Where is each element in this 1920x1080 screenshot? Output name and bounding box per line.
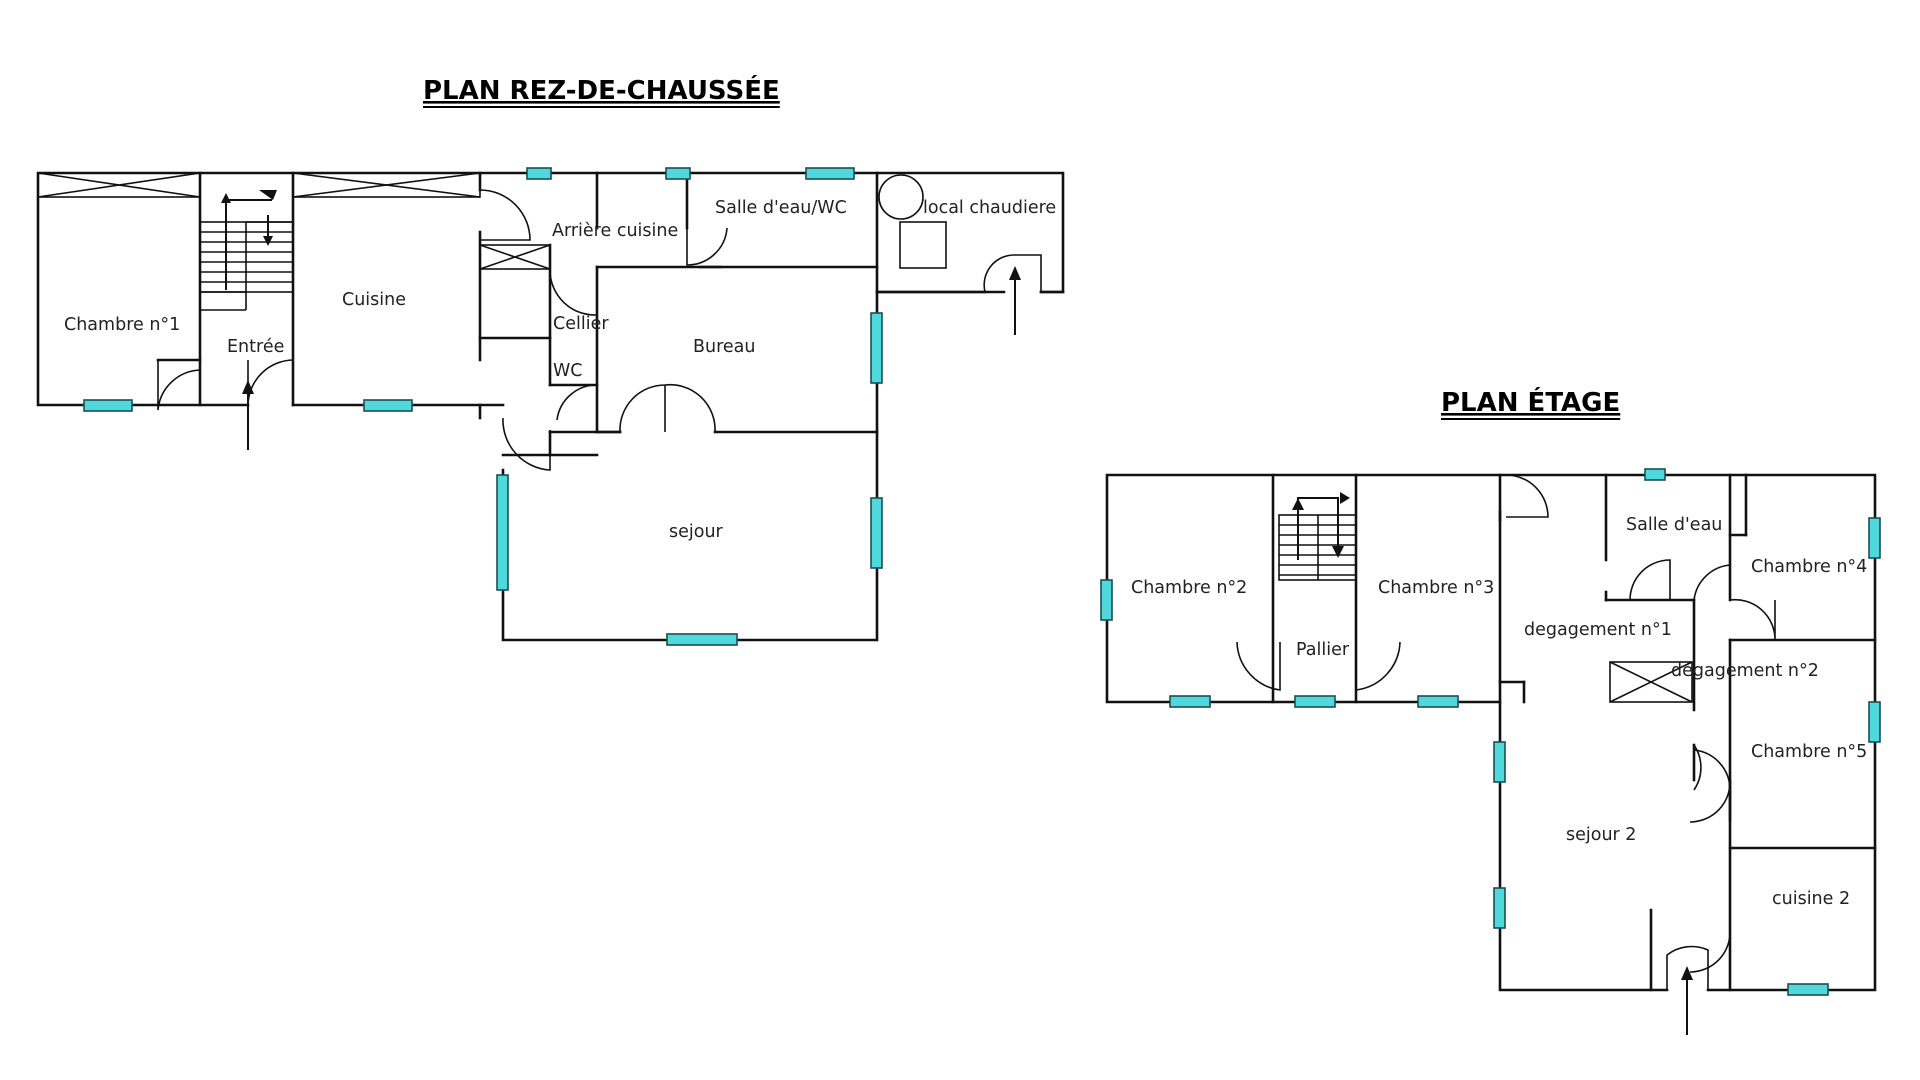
room-label-sejour-2: sejour 2 [1566, 825, 1636, 845]
room-label-local-chaudiere: local chaudiere [923, 198, 1056, 218]
door-sejour-2 [1689, 779, 1731, 823]
window [1787, 983, 1829, 996]
door-salle-eau [686, 227, 728, 266]
room-label-degagement-1: degagement n°1 [1524, 620, 1672, 640]
boiler-box [899, 221, 947, 269]
door-cellier [549, 269, 598, 316]
door-degagement [1505, 474, 1549, 518]
entrance-arrowhead [1009, 266, 1021, 280]
room-label-bureau: Bureau [693, 337, 756, 357]
room-label-wc: WC [553, 361, 583, 381]
window [665, 167, 691, 180]
window [83, 399, 133, 412]
window [1100, 579, 1113, 621]
room-label-pallier: Pallier [1296, 640, 1350, 660]
door-salle-eau [1629, 559, 1671, 601]
door-entree [247, 359, 294, 406]
door-chambre-1 [157, 360, 201, 411]
ground-floor-title: PLAN REZ-DE-CHAUSSÉE [423, 74, 780, 106]
staircase-upper [1278, 492, 1357, 581]
closet-cross [479, 244, 551, 270]
boiler-circle [878, 174, 924, 220]
entrance-arrowhead [1681, 966, 1693, 980]
upper-floor-plan: Chambre n°2 Chambre n°3 Pallier Salle d'… [1100, 468, 1881, 1035]
window [870, 497, 883, 569]
door-arriere-cuisine [479, 189, 531, 241]
door-chambre-5 [1693, 744, 1731, 791]
room-label-chambre-3: Chambre n°3 [1378, 578, 1494, 598]
window [496, 474, 509, 591]
window [805, 167, 855, 180]
closet [1609, 661, 1693, 703]
closet [37, 172, 201, 198]
door-entrance-upper [1666, 945, 1709, 990]
ground-floor-plan: Chambre n°1 Entrée Cuisine Arrière cuisi… [36, 167, 1065, 646]
window [1493, 741, 1506, 783]
closet [292, 172, 481, 198]
door-wc [556, 384, 598, 421]
closet [479, 244, 551, 270]
room-label-chambre-5: Chambre n°5 [1751, 742, 1867, 762]
window [1868, 517, 1881, 559]
door-chambre-3 [1355, 641, 1401, 691]
room-label-cuisine-2: cuisine 2 [1772, 889, 1850, 909]
window [666, 633, 738, 646]
room-label-chambre-2: Chambre n°2 [1131, 578, 1247, 598]
room-label-arriere-cuisine: Arrière cuisine [552, 221, 678, 241]
room-label-salle-eau: Salle d'eau [1626, 515, 1722, 535]
window [1417, 695, 1459, 708]
door-sejour-cuisine [502, 417, 551, 471]
ground-floor-outer-wall [36, 171, 1065, 642]
window [1493, 887, 1506, 929]
door-bureau [619, 383, 716, 433]
door-chambre-4 [1729, 598, 1776, 641]
room-label-salle-eau-wc: Salle d'eau/WC [715, 198, 847, 218]
room-label-entree: Entrée [227, 337, 284, 357]
window [870, 312, 883, 384]
closet-cross [292, 172, 481, 198]
room-label-chambre-1: Chambre n°1 [64, 315, 180, 335]
door-chambre-2 [1236, 641, 1281, 691]
window [526, 167, 552, 180]
window [363, 399, 413, 412]
window [1644, 468, 1666, 481]
upper-floor-title: PLAN ÉTAGE [1441, 386, 1620, 418]
room-label-sejour: sejour [669, 522, 724, 542]
staircase-ground [199, 190, 294, 311]
room-label-degagement-2: degagement n°2 [1671, 661, 1819, 681]
closet-cross [1609, 661, 1693, 703]
door-degagement-2 [1693, 564, 1731, 601]
room-label-cuisine: Cuisine [342, 290, 406, 310]
room-label-cellier: Cellier [553, 314, 609, 334]
door-chaudiere [983, 254, 1042, 293]
window [1868, 701, 1881, 743]
room-label-chambre-4: Chambre n°4 [1751, 557, 1867, 577]
door-cuisine-2 [1689, 929, 1731, 973]
entrance-arrowhead [242, 380, 254, 394]
window [1294, 695, 1336, 708]
window [1169, 695, 1211, 708]
closet-cross [37, 172, 201, 198]
upper-floor-outer-wall [1105, 473, 1877, 992]
